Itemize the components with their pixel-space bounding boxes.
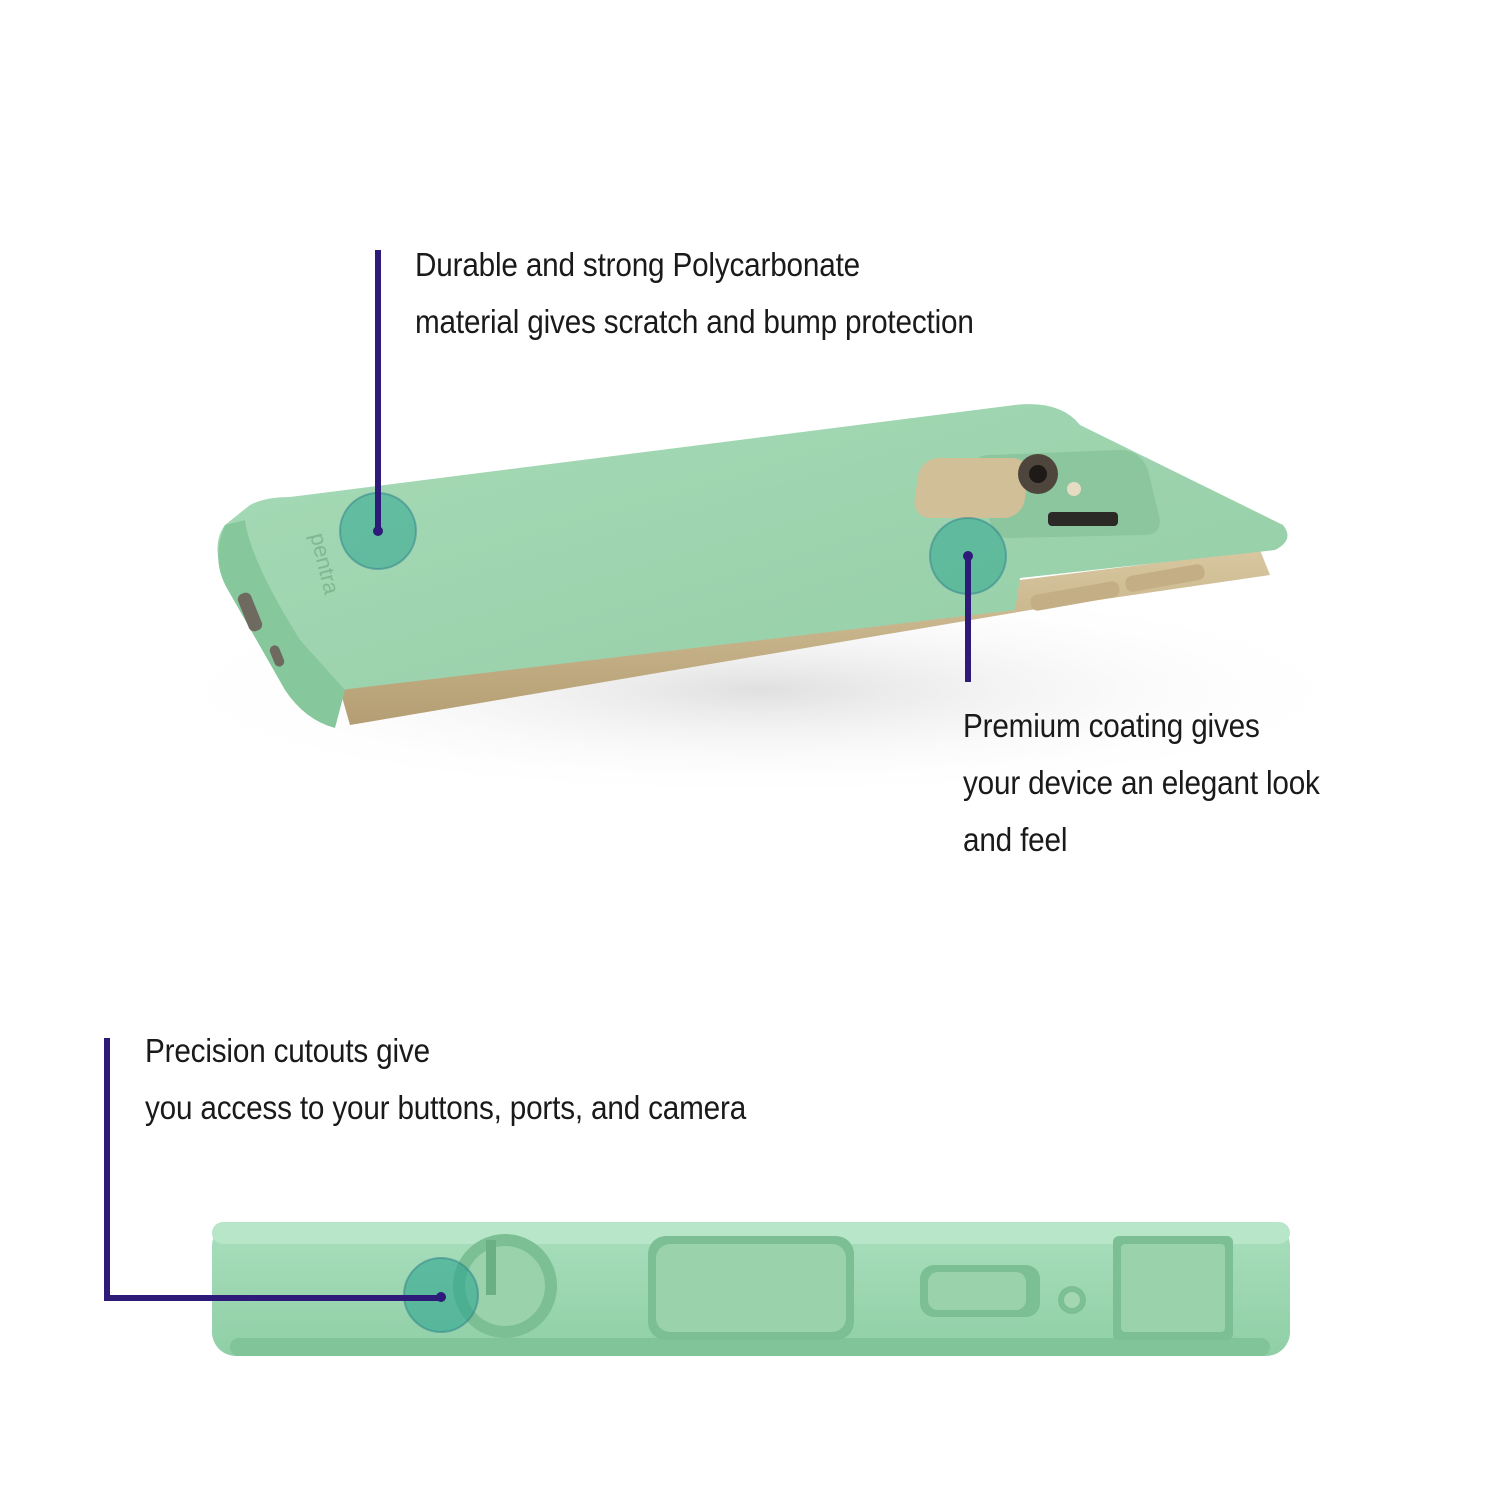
callout-line: Durable and strong Polycarbonate <box>415 246 860 283</box>
callout-line: Premium coating gives <box>963 707 1260 744</box>
sensor-strip <box>1048 512 1118 526</box>
leader-dot <box>373 526 383 536</box>
callout-line: you access to your buttons, ports, and c… <box>145 1089 747 1126</box>
callout-cutouts-leader <box>104 1038 479 1333</box>
phone-side-edge <box>340 550 1270 725</box>
leader-dot <box>963 551 973 561</box>
camera-flash-icon <box>1067 482 1081 496</box>
callout-coating: Premium coating gives your device an ele… <box>963 697 1320 868</box>
right-cutout-inner <box>1121 1244 1225 1332</box>
camera-module <box>914 458 1029 518</box>
callout-line: Precision cutouts give <box>145 1032 430 1069</box>
usb-port-inner <box>928 1272 1026 1310</box>
jack-divider <box>486 1240 496 1295</box>
camera-lens-inner <box>1029 465 1047 483</box>
callout-material: Durable and strong Polycarbonate materia… <box>415 236 974 350</box>
leader-dot <box>436 1292 446 1302</box>
leader-line <box>104 1038 441 1301</box>
bottom-case-rim <box>212 1222 1290 1244</box>
headphone-jack-inner <box>465 1246 545 1326</box>
volume-button-2 <box>1125 564 1205 592</box>
mic-hole-inner <box>1064 1292 1080 1308</box>
case-front-lip <box>218 520 345 728</box>
phone-case-angled-view: pentra <box>140 404 1380 800</box>
phone-case-bottom-edge-view <box>212 1222 1290 1356</box>
speaker-cutout-inner <box>656 1244 846 1332</box>
callout-line: material gives scratch and bump protecti… <box>415 303 974 340</box>
callout-coating-leader <box>929 517 1007 682</box>
callout-line: your device an elegant look <box>963 764 1320 801</box>
bottom-case-lower-edge <box>230 1338 1270 1356</box>
callout-cutouts: Precision cutouts give you access to you… <box>145 1022 746 1136</box>
callout-line: and feel <box>963 821 1068 858</box>
side-cutout-small <box>269 645 285 667</box>
volume-button-1 <box>1030 581 1120 611</box>
side-cutout <box>237 592 263 632</box>
callout-material-leader <box>339 250 417 570</box>
